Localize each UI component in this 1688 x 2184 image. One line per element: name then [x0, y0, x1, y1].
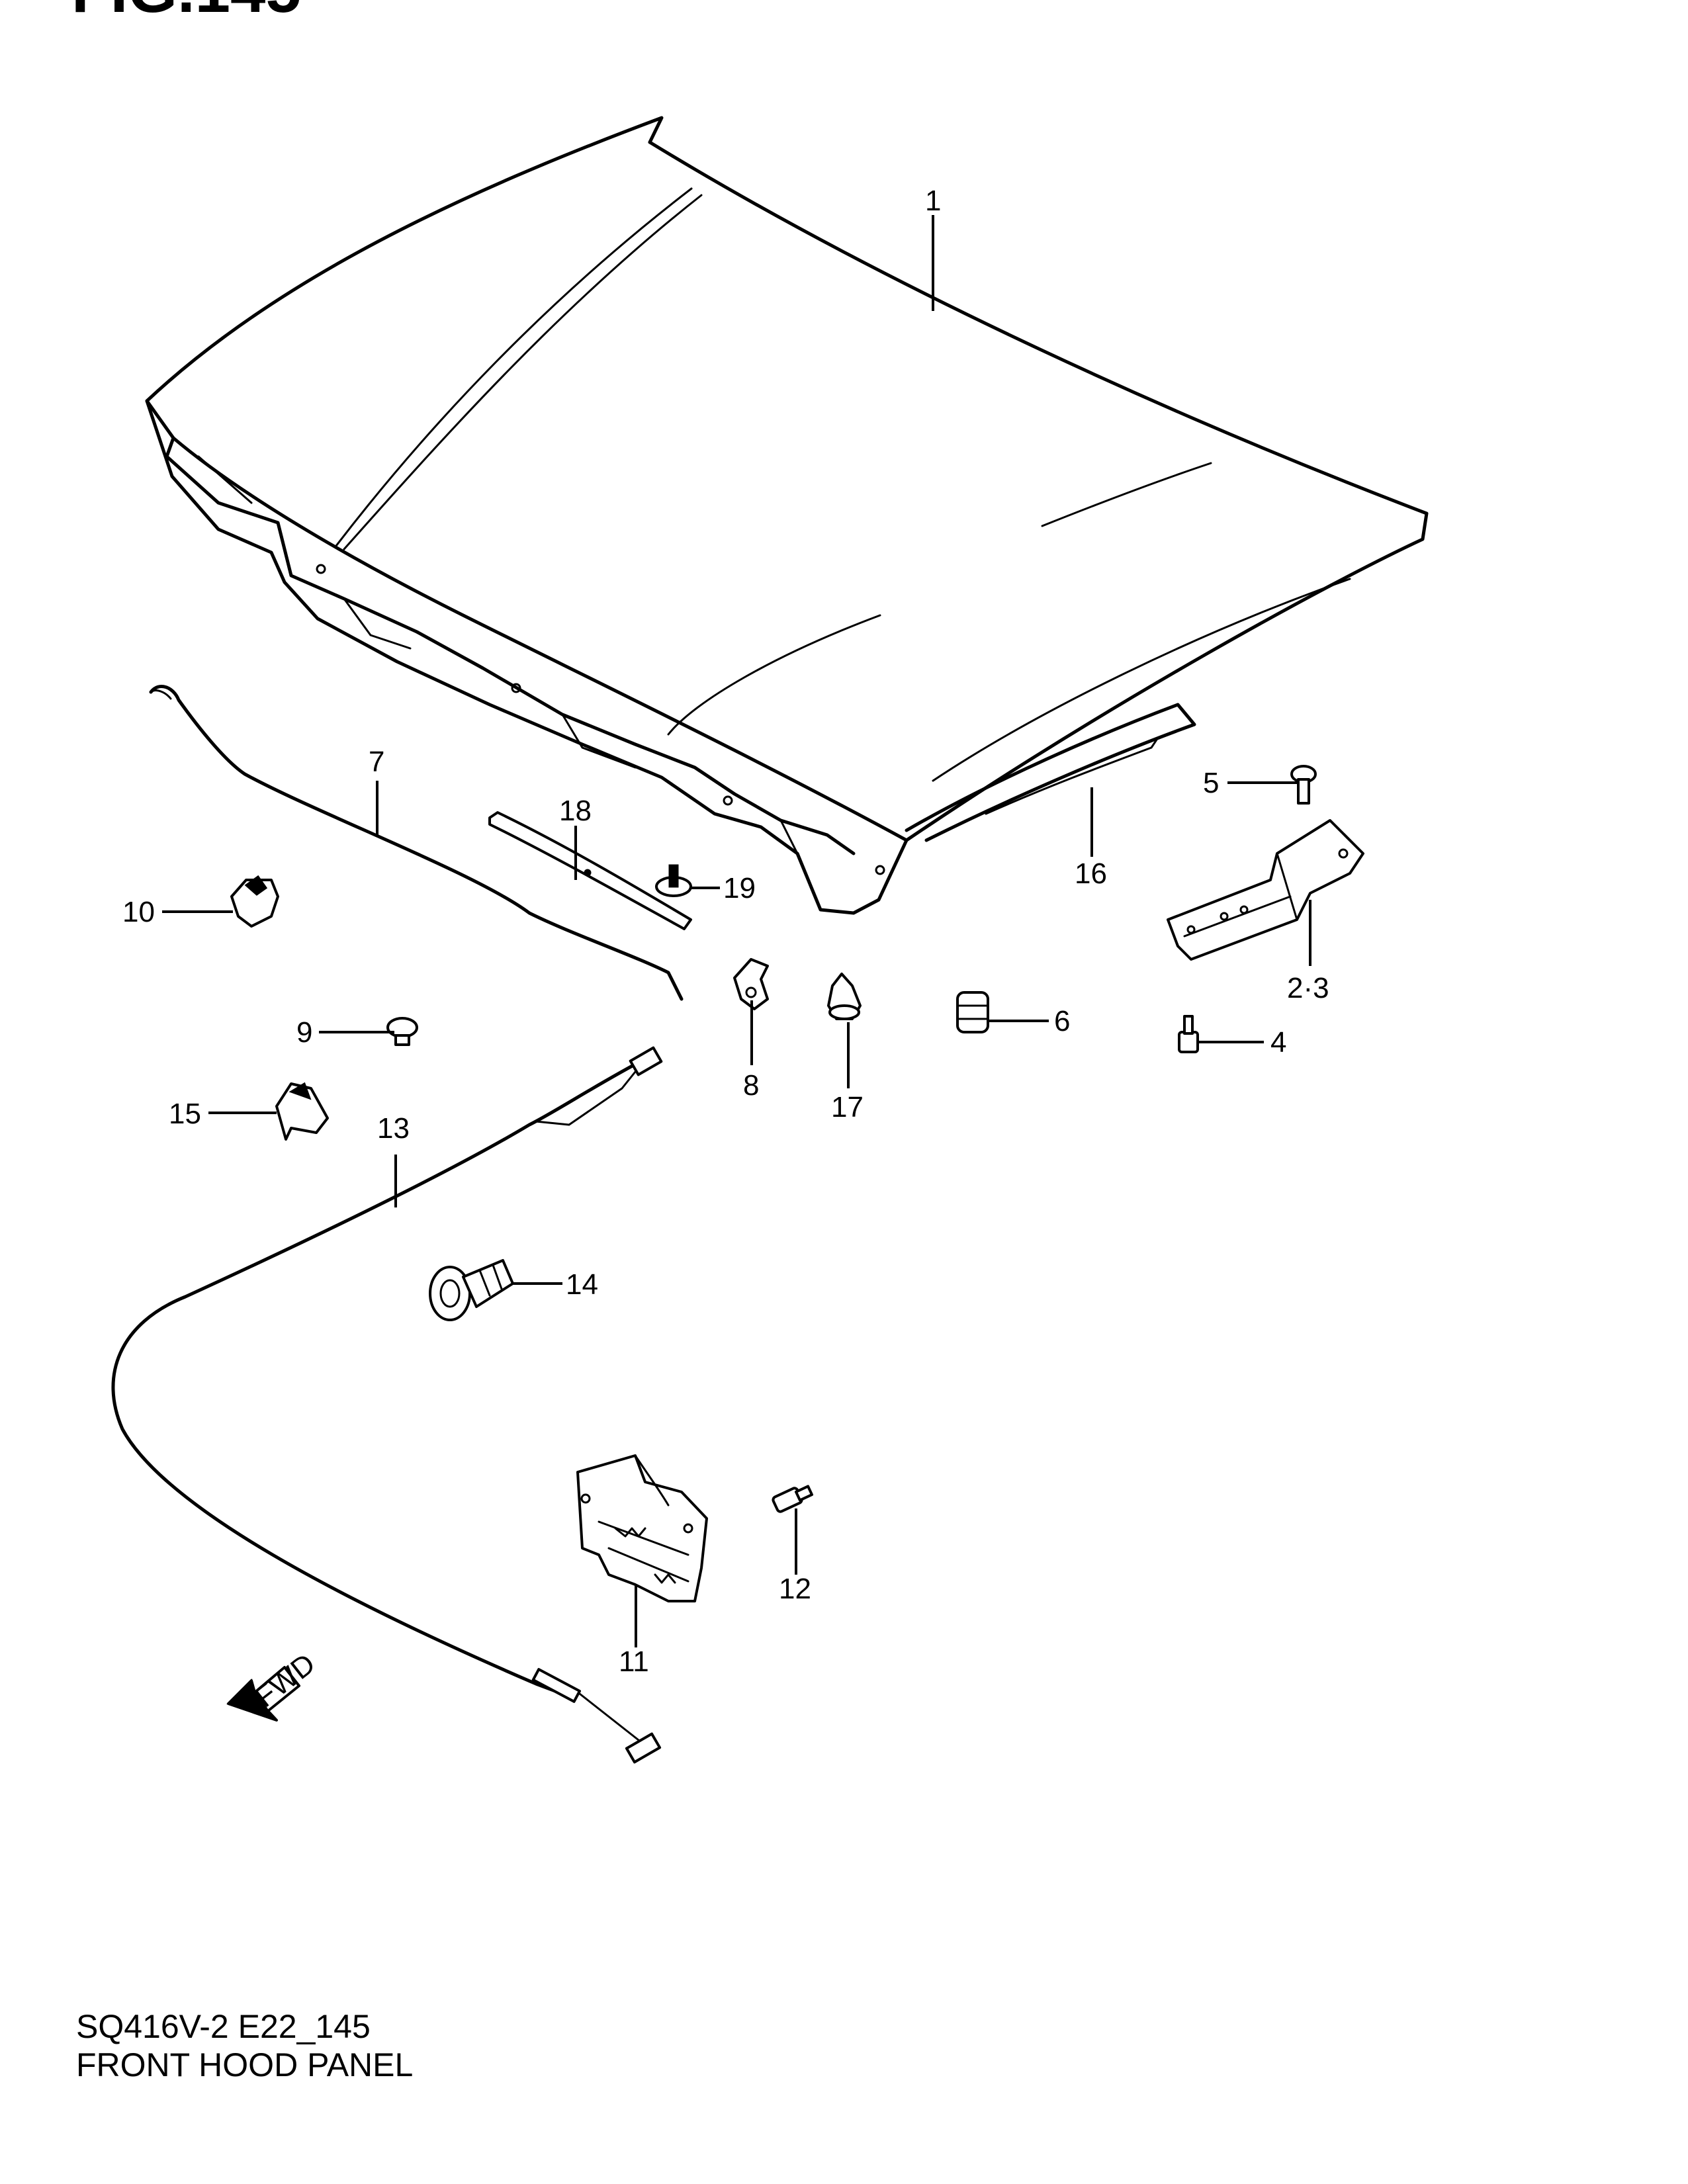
callout-8: 8 — [743, 1069, 759, 1102]
figure-title: FIG.145 — [71, 0, 301, 26]
callout-15: 15 — [169, 1098, 201, 1130]
footer-title: FRONT HOOD PANEL — [76, 2046, 413, 2083]
callout-2-3: 2·3 — [1287, 972, 1329, 1004]
callout-4: 4 — [1270, 1026, 1286, 1059]
hood-support-rod — [149, 685, 684, 1001]
leader-lines — [162, 215, 1311, 1647]
fwd-arrow: FWD — [226, 1647, 322, 1722]
cable-clamp — [275, 1082, 329, 1141]
callout-17: 17 — [831, 1091, 864, 1123]
callout-11: 11 — [619, 1645, 649, 1678]
push-retainer — [827, 973, 862, 1020]
callout-5: 5 — [1203, 767, 1219, 799]
hood-seal-strip — [488, 811, 692, 930]
hood-bumper — [956, 991, 989, 1033]
hood-release-cable — [111, 1046, 663, 1764]
hinge-clip — [733, 958, 769, 1010]
callout-9: 9 — [296, 1016, 312, 1049]
callout-19: 19 — [723, 872, 756, 904]
seal-clip — [655, 864, 692, 897]
callout-labels: 1 2·3 4 5 6 7 8 9 10 11 12 13 14 15 16 1… — [122, 185, 1329, 1678]
rod-holder-clip — [230, 875, 279, 928]
hinge-bolt — [1290, 765, 1317, 805]
callout-1: 1 — [925, 185, 941, 217]
callout-10: 10 — [122, 896, 155, 928]
hood-panel-drawing — [145, 116, 1429, 915]
callout-16: 16 — [1075, 857, 1107, 890]
callout-14: 14 — [566, 1268, 598, 1301]
latch-bolt — [772, 1485, 814, 1513]
hood-hinge — [1167, 819, 1364, 961]
footer-code: SQ416V-2 E22_145 — [76, 2008, 371, 2045]
callout-13: 13 — [377, 1112, 410, 1145]
hinge-nut — [1178, 1015, 1199, 1053]
callout-6: 6 — [1054, 1005, 1070, 1037]
callout-12: 12 — [779, 1573, 811, 1605]
callout-18: 18 — [559, 795, 592, 827]
hood-latch — [576, 1454, 708, 1602]
hood-bumper-small — [386, 1017, 418, 1046]
callout-7: 7 — [369, 746, 384, 778]
cable-grommet — [429, 1259, 514, 1321]
